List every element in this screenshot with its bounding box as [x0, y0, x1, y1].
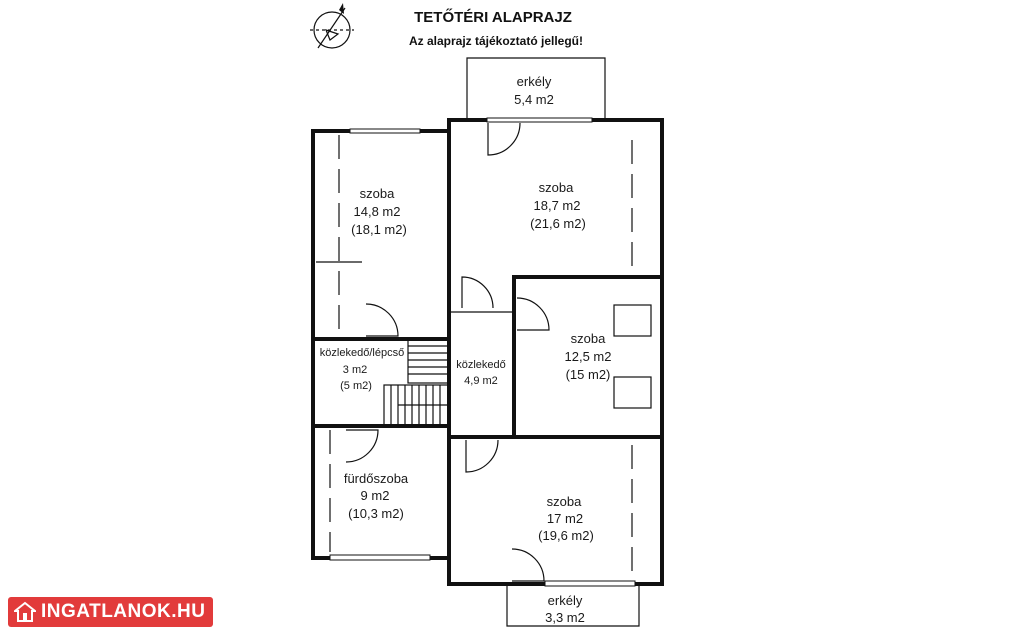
plan-title: TETŐTÉRI ALAPRAJZ	[414, 8, 572, 26]
skylights	[613, 304, 652, 409]
stair-hall-name: közlekedő/lépcső	[320, 347, 404, 359]
staircase	[383, 338, 450, 427]
room-ne-area: 18,7 m2	[534, 198, 581, 213]
north-arrow-icon	[310, 3, 354, 49]
room-nw-name: szoba	[360, 186, 395, 201]
corridor-area: 4,9 m2	[464, 375, 498, 387]
room-e-area: 12,5 m2	[565, 349, 612, 364]
balcony-top	[466, 57, 606, 120]
stair-hall-gross: (5 m2)	[340, 380, 372, 392]
balcony-bottom	[506, 586, 640, 627]
balcony-bottom-name: erkély	[548, 593, 583, 608]
bathroom-gross: (10,3 m2)	[348, 506, 404, 521]
logo-text: INGATLANOK.HU	[41, 601, 206, 622]
room-nw-area: 14,8 m2	[354, 204, 401, 219]
room-se-gross: (19,6 m2)	[538, 528, 594, 543]
stair-hall-area: 3 m2	[343, 364, 367, 376]
plan-subtitle: Az alaprajz tájékoztató jellegű!	[409, 34, 583, 48]
room-se-area: 17 m2	[547, 511, 583, 526]
room-ne-gross: (21,6 m2)	[530, 216, 586, 231]
door-swings	[345, 122, 550, 582]
windows	[329, 117, 636, 587]
balcony-top-name: erkély	[517, 74, 552, 89]
house-icon	[12, 601, 38, 623]
room-e-name: szoba	[571, 331, 606, 346]
bathroom-name: fürdőszoba	[344, 471, 409, 486]
bathroom-area: 9 m2	[361, 488, 390, 503]
roof-slope-lines	[316, 135, 633, 578]
balcony-top-area: 5,4 m2	[514, 92, 554, 107]
balcony-bottom-area: 3,3 m2	[545, 610, 585, 625]
corridor-name: közlekedő	[456, 359, 506, 371]
room-nw-gross: (18,1 m2)	[351, 222, 407, 237]
room-ne-name: szoba	[539, 180, 574, 195]
room-se-name: szoba	[547, 494, 582, 509]
room-e-gross: (15 m2)	[566, 367, 611, 382]
ingatlanok-logo[interactable]: INGATLANOK.HU	[8, 597, 213, 627]
